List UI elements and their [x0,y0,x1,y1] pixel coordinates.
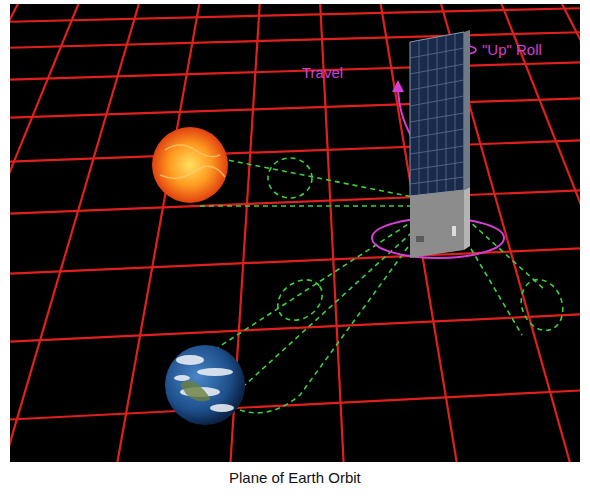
sun [152,127,228,203]
earth-land [180,380,210,401]
motion-label: "Up" Roll [482,41,542,58]
field-of-view-cones [168,148,570,413]
orbit-plane-grid [10,4,580,462]
satellite [410,30,470,258]
space-ground [10,4,580,462]
caption: Plane of Earth Orbit [229,469,361,486]
motion-label: Travel [302,64,343,81]
earth-clouds [174,355,234,412]
earth [165,345,245,425]
sun-texture [160,145,225,178]
